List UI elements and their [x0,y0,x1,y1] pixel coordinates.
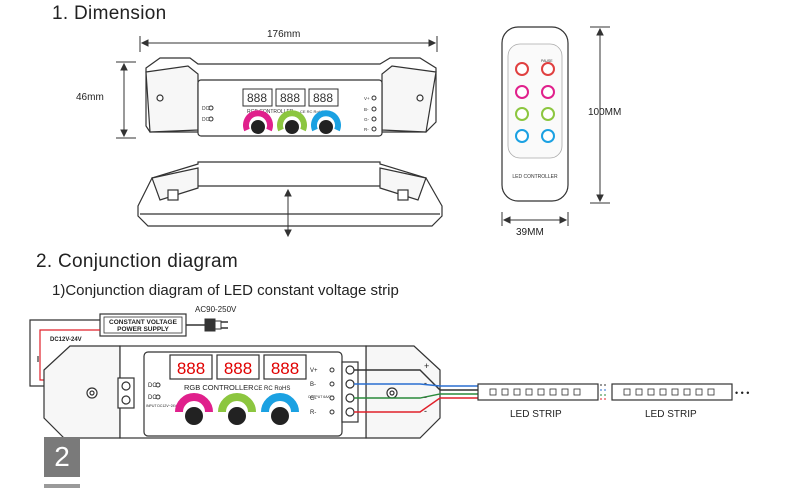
remote-control: PAUSE LED CONTROLLER [501,26,569,202]
remote-height-dim: 100MM [588,107,622,118]
led-strip-2 [611,383,733,401]
ac-input-label: AC90-250V [195,305,237,314]
wiring-out-v: V+ [310,368,318,374]
remote-buttons [515,62,555,143]
front-controller-marks: CE RC RoHS [300,109,325,114]
strip-label-2: LED STRIP [645,409,697,420]
display-digits-1: 888 [247,91,267,105]
wiring-digits-2: 888 [224,359,252,378]
remote-width-dim: 39MM [516,227,544,238]
remote-height-line [590,26,610,204]
wiring-controller-marks: CE RC RoHS [254,386,290,392]
section-conjunction-title: 2. Conjunction diagram [36,251,238,272]
front-out-g: G- [364,117,370,122]
front-knob-ring-red [243,110,273,132]
wiring-dc-plus: DC+ [148,383,161,389]
wiring-dc-minus: DC- [148,395,159,401]
led-strip-1 [477,383,608,401]
output-wires [354,369,478,413]
page-number: 2 [44,437,80,477]
wiring-out-g: G- [310,396,317,402]
front-dc-plus: DC+ [202,106,212,112]
strip-continuation: • • • [735,388,749,398]
front-out-v: V+ [364,96,370,101]
wiring-output-label: OUTPUT 6A/CH [308,395,334,399]
power-supply: CONSTANT VOLTAGE POWER SUPPLY [99,313,187,337]
front-knob-ring-green [277,110,307,132]
strip-label-1: LED STRIP [510,409,562,420]
remote-pause-label: PAUSE [541,59,553,63]
dimension-drawing: 888 888 888 RGB CONTROLLER CE RC RoHS DC… [116,26,610,238]
front-dc-minus: DC- [202,117,211,123]
wiring-diagram: CONSTANT VOLTAGE POWER SUPPLY AC90-250V … [29,305,749,439]
front-out-r: R- [364,127,369,132]
page-number-underline [44,484,80,488]
wiring-input-label: INPUT DC12V~24V [146,404,178,408]
height-dimension-line [116,61,136,139]
remote-label: LED CONTROLLER [512,174,558,180]
wiring-out-r: R- [310,410,316,416]
depth-dimension-line [284,188,292,238]
wiring-knobs [175,393,299,425]
supply-line1: CONSTANT VOLTAGE [109,319,178,326]
wiring-displays: 888 888 888 [169,354,307,380]
wiring-controller-label: RGB CONTROLLER [184,383,254,392]
display-digits-2: 888 [280,91,300,105]
wire-plus-label: + [424,361,429,371]
wiring-digits-3: 888 [271,359,299,378]
ac-plug [186,318,228,332]
controller-height-dim: 46mm [76,92,104,103]
front-knob-ring-blue [311,110,341,132]
wiring-digits-1: 888 [177,359,205,378]
remote-width-line [501,212,569,226]
dc-output-label: DC12V-24V [50,337,82,343]
wire-minus-label-3: - [424,406,427,416]
front-controller-label: RGB CONTROLLER [247,109,294,115]
width-dimension-line [139,36,438,52]
wire-minus-label-2: - [424,392,427,402]
wire-minus-label-1: - [424,378,427,388]
conjunction-subtitle: 1)Conjunction diagram of LED constant vo… [52,282,399,299]
controller-width-dim: 176mm [267,29,301,40]
front-knobs [243,110,341,134]
section-dimension-title: 1. Dimension [52,3,167,24]
wiring-out-b: B- [310,382,316,388]
front-displays: 888 888 888 [242,88,339,107]
supply-line2: POWER SUPPLY [117,326,169,333]
display-digits-3: 888 [313,91,333,105]
front-out-b: B- [364,107,369,112]
